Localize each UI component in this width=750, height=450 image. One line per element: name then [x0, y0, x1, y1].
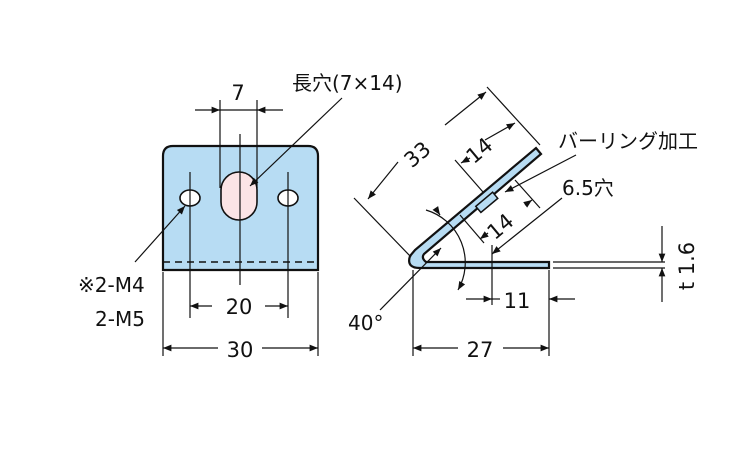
angle-dim: 40°: [348, 311, 383, 335]
slot-label: 長穴(7×14): [292, 71, 403, 95]
width-dim: 30: [227, 338, 254, 362]
arm-length-dim: 33: [400, 137, 436, 173]
front-view: 7 長穴(7×14) ※2-M4 2-M5 20 30: [78, 71, 403, 362]
hole-label: 6.5穴: [562, 176, 614, 200]
base-length-dim: 27: [467, 338, 494, 362]
hole-pitch-dim: 20: [226, 295, 253, 319]
lower-14-dim: 14: [483, 209, 519, 245]
offset-dim: 11: [504, 289, 531, 313]
burring-collar: [474, 191, 499, 214]
upper-14-dim: 14: [462, 133, 498, 169]
hole-note-2: 2-M5: [95, 307, 145, 331]
bracket-profile: [408, 146, 551, 270]
thickness-dim: t 1.6: [675, 242, 699, 290]
burring-label: バーリング加工: [558, 129, 698, 153]
hole-note-1: ※2-M4: [78, 273, 145, 297]
side-view: 33 14 14 バーリング加工 6.5穴 40° 11 27 t: [348, 86, 699, 362]
slot-hole: [220, 171, 258, 221]
slot-width-dim: 7: [231, 81, 244, 105]
